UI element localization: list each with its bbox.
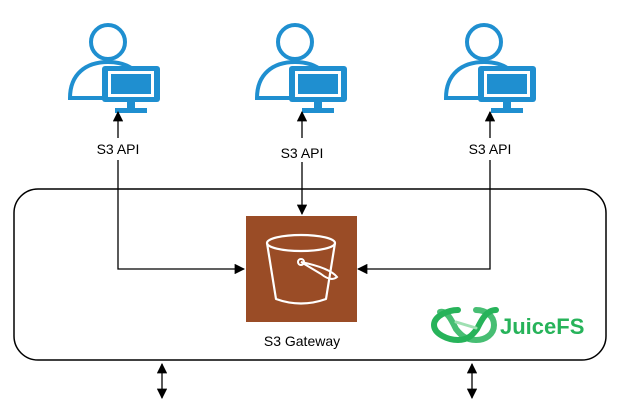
brand-name: JuiceFS xyxy=(500,314,584,339)
user-workstation-icon xyxy=(255,23,349,115)
api-label: S3 API xyxy=(281,145,324,161)
juicefs-logo-icon: JuiceFS xyxy=(430,307,584,344)
user-workstation-icon xyxy=(68,23,162,115)
api-label: S3 API xyxy=(469,141,512,157)
s3-gateway-node: S3 Gateway xyxy=(246,216,357,349)
api-label: S3 API xyxy=(97,141,140,157)
connector-arrow xyxy=(117,160,246,275)
bucket-icon xyxy=(246,216,357,322)
gateway-label: S3 Gateway xyxy=(264,333,340,349)
user-workstation-icon xyxy=(444,23,538,115)
connector-arrow xyxy=(356,160,491,275)
